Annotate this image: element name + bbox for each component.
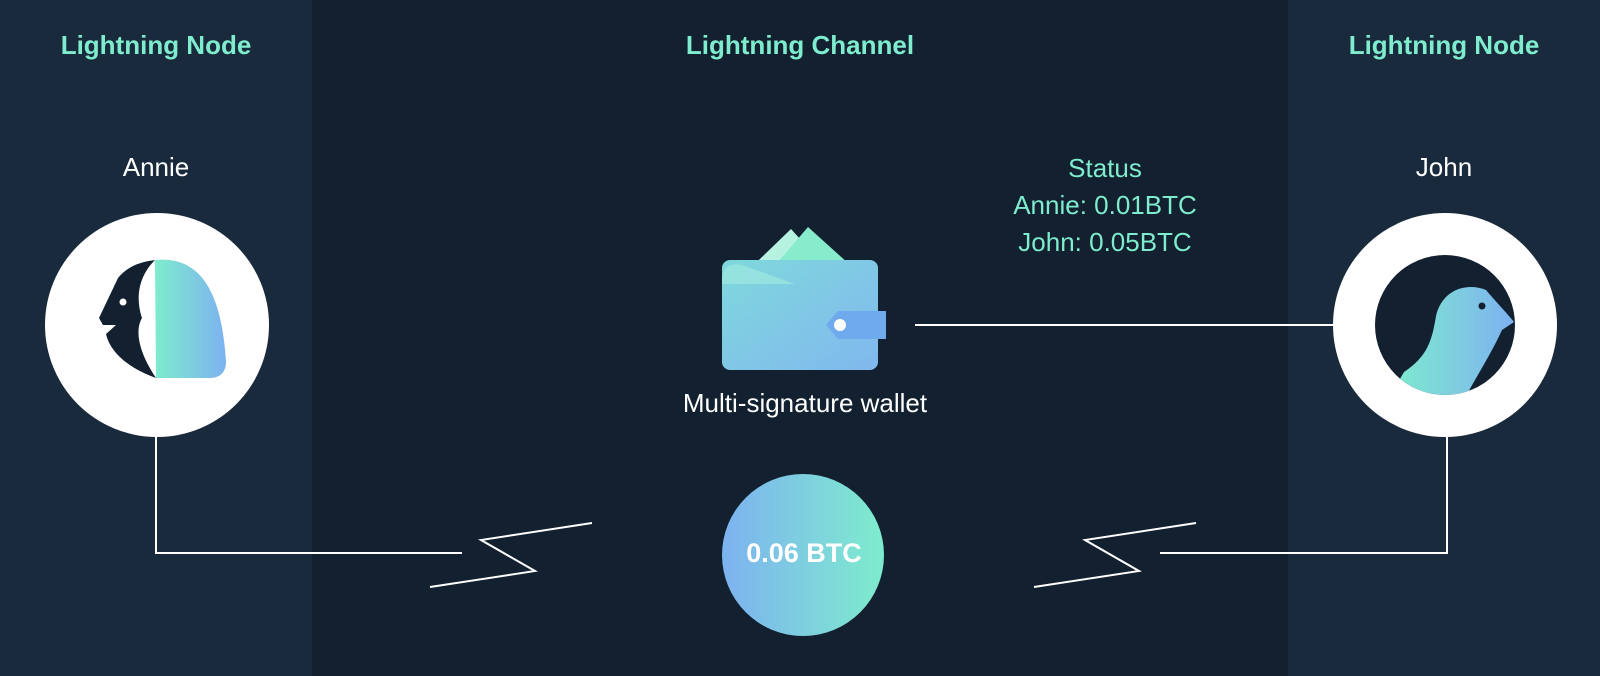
john-channel-line	[1160, 436, 1448, 554]
lightning-bolt-right	[1033, 522, 1197, 588]
channel-heading: Lightning Channel	[685, 30, 915, 60]
annie-name: Annie	[122, 152, 190, 182]
lightning-bolt-left	[429, 522, 593, 588]
annie-avatar-icon	[99, 259, 226, 378]
john-avatar-icon	[1375, 255, 1515, 395]
annie-channel-line	[155, 436, 462, 554]
right-node-heading: Lightning Node	[1348, 30, 1540, 60]
wallet-icon	[722, 227, 886, 370]
left-node-heading: Lightning Node	[60, 30, 252, 60]
channel-status: Status Annie: 0.01BTC John: 0.05BTC	[980, 150, 1230, 261]
channel-capacity-coin	[722, 474, 884, 636]
channel-amount: 0.06 BTC	[746, 538, 862, 568]
status-john-balance: John: 0.05BTC	[1018, 227, 1192, 257]
wallet-label: Multi-signature wallet	[682, 388, 928, 418]
john-name: John	[1415, 152, 1473, 182]
status-annie-balance: Annie: 0.01BTC	[1013, 190, 1197, 220]
john-node[interactable]	[1333, 213, 1557, 437]
status-title: Status	[1068, 153, 1142, 183]
annie-node[interactable]	[45, 213, 269, 437]
